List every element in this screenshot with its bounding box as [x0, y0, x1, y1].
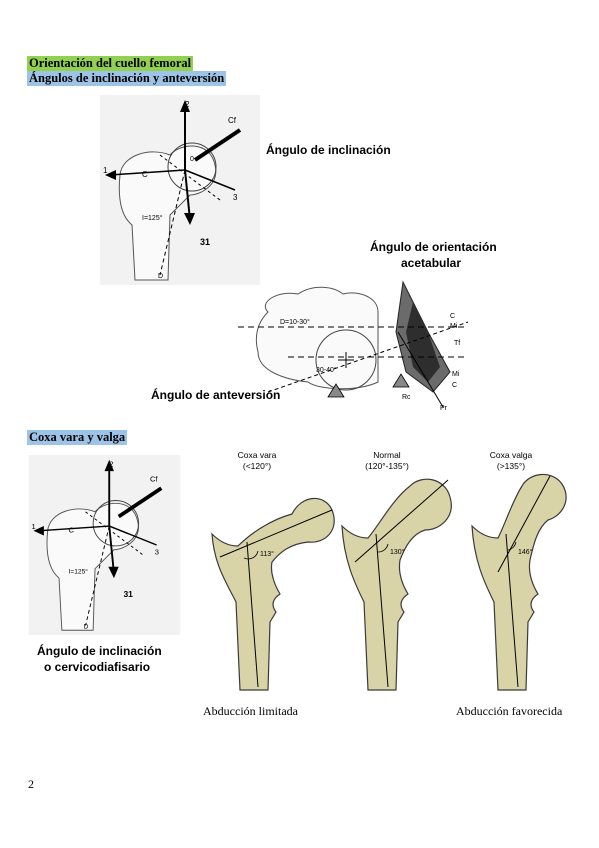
inclination-value: I=125° — [69, 567, 89, 575]
o-label: 0 — [190, 156, 194, 163]
inclination-diagram: 2 1 3 Cf C 0 I=125° D 31 — [100, 95, 260, 285]
d-label: D — [84, 623, 89, 630]
axis-3-label: 3 — [233, 193, 238, 202]
axis-3-label: 3 — [155, 547, 159, 556]
pr-label: Pr — [440, 405, 448, 412]
axis-1-label: 1 — [32, 522, 36, 531]
label-acetabular-line2: acetabular — [401, 256, 462, 270]
section-heading-orientation: Orientación del cuello femoral — [27, 56, 194, 71]
cf-label: Cf — [150, 475, 158, 484]
femur-coxa-valga: 146° — [471, 473, 567, 691]
mi-top-label: Mi — [450, 323, 458, 330]
femur-normal: 130° — [341, 478, 452, 691]
rc-label: Rc — [402, 394, 411, 401]
section-heading-angles: Ángulos de inclinación y anteversión — [27, 71, 227, 86]
page-number: 2 — [28, 777, 34, 791]
anteversion-angle: 30-40° — [316, 366, 337, 374]
label-cervico-line2: o cervicodiafisario — [44, 660, 151, 674]
tf-label: Tf — [454, 340, 460, 347]
vara-angle: 113° — [260, 550, 274, 558]
axis-1-label: 1 — [103, 166, 108, 175]
label-inclination: Ángulo de inclinación — [266, 143, 391, 157]
section-heading-coxa: Coxa vara y valga — [27, 430, 128, 445]
normal-angle: 130° — [390, 548, 405, 556]
anteversion-diagram: D=10-30° 30-40° C Mi Tf Mi C Rc Pr — [238, 280, 469, 412]
d-angle-label: D=10-30° — [280, 318, 310, 326]
caption-abduction-limited: Abducción limitada — [203, 704, 298, 718]
cervicodiaphyseal-diagram: 2 1 3 Cf C I=125° D 31 — [28, 455, 181, 635]
coxa-femurs-diagram: 113° 130° 146° — [211, 473, 567, 691]
label-acetabular-line1: Ángulo de orientación — [370, 240, 497, 254]
label-anteversion: Ángulo de anteversión — [151, 388, 281, 402]
axis-2-label: 2 — [185, 100, 190, 109]
caption-abduction-favored: Abducción favorecida — [456, 704, 563, 718]
label-cervico-line1: Ángulo de inclinación — [37, 644, 162, 658]
inclination-value: I=125° — [142, 214, 163, 222]
d-label: D — [158, 273, 163, 280]
c-bottom-label: C — [452, 382, 457, 389]
figure-number: 31 — [200, 237, 210, 247]
valga-angle: 146° — [518, 548, 533, 556]
femur-coxa-vara: 113° — [211, 497, 335, 691]
coxa-valga-title: Coxa valga(>135°) — [489, 450, 533, 471]
coxa-normal-title: Normal(120°-135°) — [365, 450, 409, 471]
c-label: C — [69, 526, 75, 535]
figure-number: 31 — [123, 589, 133, 599]
cf-label: Cf — [228, 116, 237, 125]
mi-bottom-label: Mi — [452, 371, 460, 378]
coxa-vara-title: Coxa vara(<120°) — [237, 450, 277, 471]
axis-2-label: 2 — [109, 459, 113, 468]
c-top-label: C — [450, 313, 455, 320]
c-label: C — [142, 170, 148, 179]
